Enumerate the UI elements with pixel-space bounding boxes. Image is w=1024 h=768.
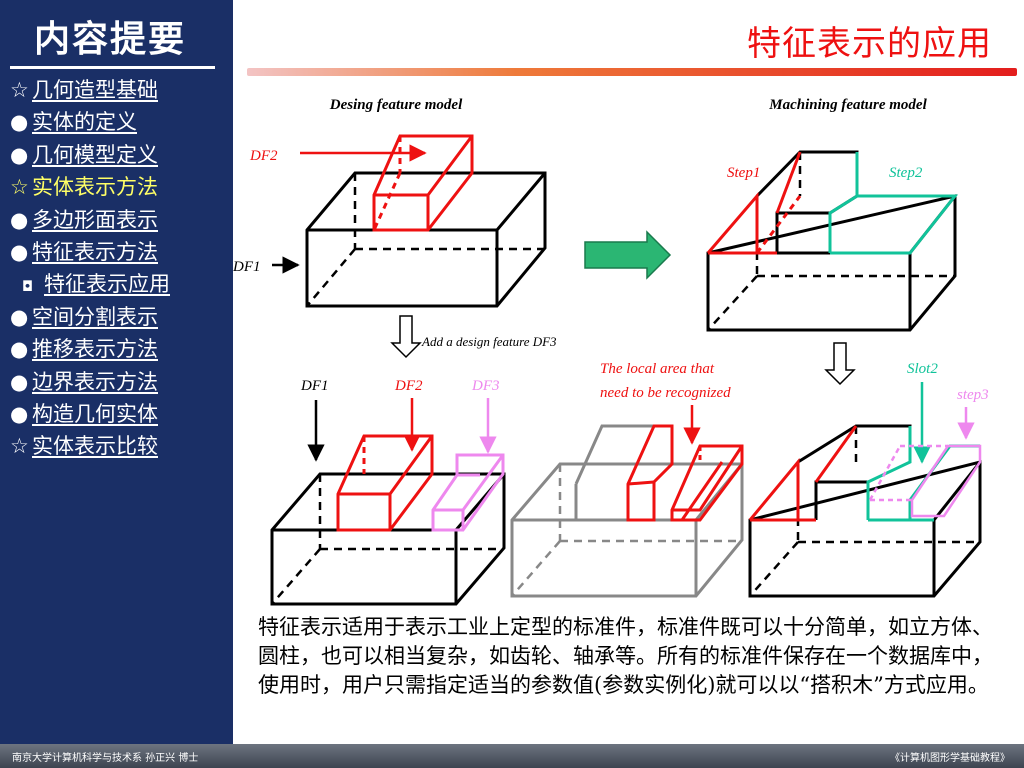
- feature-model-diagram: Desing feature model Machining feature m…: [233, 97, 989, 606]
- toc-item-label: 几何模型定义: [32, 142, 158, 167]
- label-df2-bottom: DF2: [394, 378, 423, 394]
- label-local-area-line2: need to be recognized: [600, 385, 731, 401]
- dot-icon: ●: [10, 239, 29, 264]
- toc-item-label: 特征表示应用: [44, 272, 170, 297]
- label-df3: DF3: [471, 378, 500, 394]
- footer-book-title: 《计算机图形学基础教程》: [890, 753, 1010, 764]
- toc-item-label: 推移表示方法: [32, 337, 158, 362]
- toc-item-polygon-surface[interactable]: ●多边形面表示: [10, 204, 230, 236]
- toc-list: ☆几何造型基础 ●实体的定义 ●几何模型定义 ☆实体表示方法 ●多边形面表示 ●…: [10, 74, 230, 463]
- toc-item-solid-definition[interactable]: ●实体的定义: [10, 106, 230, 138]
- machining-step2-green: [828, 152, 959, 255]
- sidebar-title: 内容提要: [34, 19, 187, 60]
- label-step1: Step1: [727, 165, 760, 181]
- footer-author: 南京大学计算机科学与技术系 孙正兴 博士: [12, 753, 199, 764]
- toc-item-label: 空间分割表示: [32, 304, 158, 329]
- machining-model-title: Machining feature model: [768, 97, 927, 113]
- sidebar-divider: [10, 66, 215, 69]
- dot-icon: ●: [10, 369, 29, 394]
- sidebar: 内容提要 ☆几何造型基础 ●实体的定义 ●几何模型定义 ☆实体表示方法 ●多边形…: [0, 0, 233, 744]
- label-df1-top: DF1: [233, 259, 261, 275]
- star-icon: ☆: [10, 434, 29, 459]
- toc-item-label: 边界表示方法: [32, 369, 158, 394]
- design-model-base-block: [305, 171, 547, 308]
- down-arrow-icon: [390, 315, 422, 359]
- label-df1-bottom: DF1: [300, 378, 329, 394]
- bottom-left-df2-block: [336, 434, 434, 532]
- toc-item-csg[interactable]: ●构造几何实体: [10, 398, 230, 430]
- bottom-left-df3-block: [431, 453, 505, 532]
- toc-item-boundary[interactable]: ●边界表示方法: [10, 366, 230, 398]
- bottom-right-step1-red: [748, 425, 858, 522]
- label-local-area-line1: The local area that: [600, 361, 715, 377]
- star-icon: ☆: [10, 78, 29, 102]
- toc-item-geometric-model[interactable]: ●几何模型定义: [10, 139, 230, 171]
- square-bullet-icon: ◘: [22, 279, 34, 296]
- machining-step1-red: [706, 151, 802, 255]
- toc-item-label: 特征表示方法: [32, 239, 158, 264]
- toc-item-solid-representation[interactable]: ☆实体表示方法: [10, 171, 230, 203]
- label-slot2: Slot2: [907, 361, 938, 377]
- toc-item-label: 实体的定义: [32, 110, 137, 135]
- label-df2-top: DF2: [249, 148, 278, 164]
- toc-item-feature-application[interactable]: ◘ 特征表示应用: [10, 268, 230, 300]
- dot-icon: ●: [10, 337, 29, 362]
- bottom-right-step3-pink: [868, 444, 982, 518]
- title-underline-bar: [247, 68, 1017, 76]
- design-feature-df2-block: [372, 134, 474, 232]
- toc-item-comparison[interactable]: ☆实体表示比较: [10, 430, 230, 462]
- toc-item-label: 多边形面表示: [32, 207, 158, 232]
- dot-icon: ●: [10, 142, 29, 167]
- body-caption: 特征表示适用于表示工业上定型的标准件，标准件既可以十分简单，如立方体、圆柱，也可…: [258, 615, 993, 697]
- label-step3: step3: [957, 387, 989, 403]
- toc-item-space-partition[interactable]: ●空间分割表示: [10, 301, 230, 333]
- down-arrow-icon: [824, 342, 856, 386]
- label-add-feature: Add a design feature DF3: [421, 334, 557, 349]
- dot-icon: ●: [10, 110, 29, 135]
- label-step2: Step2: [889, 165, 923, 181]
- toc-item-label: 构造几何实体: [32, 401, 158, 426]
- toc-item-feature-representation[interactable]: ●特征表示方法: [10, 236, 230, 268]
- toc-item-label: 几何造型基础: [32, 78, 158, 102]
- toc-item-label: 实体表示方法: [32, 175, 158, 200]
- footer-bar: 南京大学计算机科学与技术系 孙正兴 博士 《计算机图形学基础教程》: [0, 744, 1024, 768]
- local-area-red: [626, 424, 744, 522]
- dot-icon: ●: [10, 401, 29, 426]
- toc-item-label: 实体表示比较: [32, 434, 158, 459]
- dot-icon: ●: [10, 304, 29, 329]
- toc-item-geometry-basics[interactable]: ☆几何造型基础: [10, 74, 230, 106]
- toc-item-sweep[interactable]: ●推移表示方法: [10, 333, 230, 365]
- page-title: 特征表示的应用: [747, 24, 992, 64]
- star-icon: ☆: [10, 175, 29, 200]
- design-model-title: Desing feature model: [329, 97, 463, 113]
- transform-arrow-icon: [584, 230, 672, 280]
- dot-icon: ●: [10, 207, 29, 232]
